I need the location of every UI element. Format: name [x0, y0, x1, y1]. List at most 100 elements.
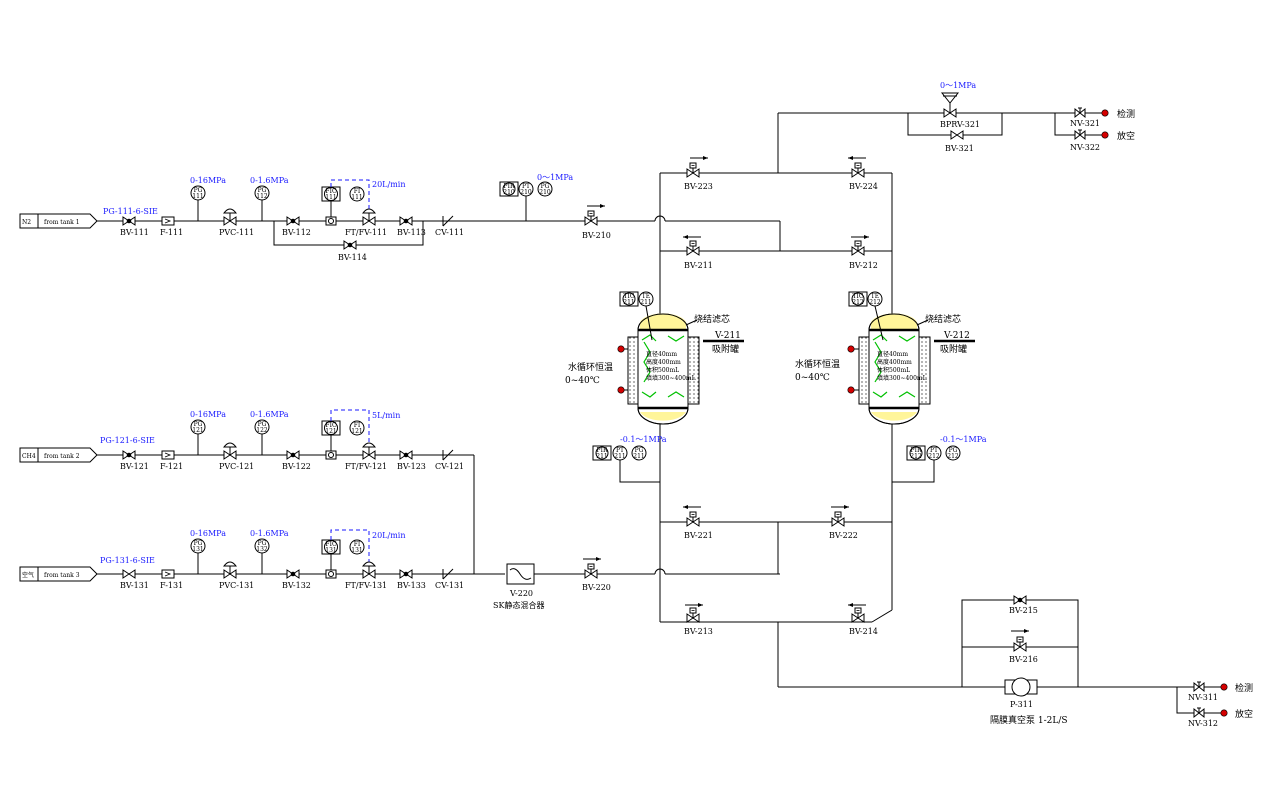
gauge-pg-111 — [190, 185, 206, 201]
dest-label: 放空 — [1117, 130, 1135, 142]
manifold: BV-223 BV-224 BV-211 BV-212 BV-221 BV-22… — [659, 113, 893, 687]
valve-nv-311[interactable] — [1193, 681, 1205, 692]
vessel-tag: V-211 — [714, 331, 741, 341]
svg-text:210: 210 — [503, 189, 515, 196]
valve-bv-212[interactable] — [851, 240, 865, 256]
valve-nv-312[interactable] — [1193, 707, 1205, 718]
gauge-pg-112 — [254, 185, 270, 201]
flow-arrow-icon — [684, 602, 704, 608]
valve-bv-131[interactable] — [122, 569, 136, 579]
svg-text:212: 212 — [928, 453, 940, 460]
valve-bv-210[interactable] — [584, 210, 598, 226]
pipe-tag: PG-121-6-SIE — [100, 436, 155, 445]
filter-f-111 — [161, 216, 175, 226]
svg-text:PIR: PIR — [597, 447, 608, 454]
valve-bv-123[interactable] — [399, 450, 413, 460]
valve-pvc-111[interactable] — [223, 208, 237, 226]
svg-text:PG: PG — [949, 447, 958, 454]
valve-label: BV-122 — [282, 462, 311, 471]
svg-text:211: 211 — [623, 299, 634, 306]
svg-text:体积500mL: 体积500mL — [646, 366, 679, 374]
gauge-pg-131 — [190, 538, 206, 554]
flow-arrow-icon — [847, 155, 867, 161]
svg-text:131: 131 — [351, 547, 362, 554]
valve-label: BV-131 — [120, 581, 149, 590]
svg-text:FIC: FIC — [325, 422, 337, 429]
valve-bv-221[interactable] — [686, 511, 700, 527]
svg-text:211: 211 — [633, 453, 644, 460]
filter-label: F-121 — [160, 462, 183, 471]
filter-label: 烧结滤芯 — [925, 313, 961, 325]
svg-text:122: 122 — [256, 427, 268, 434]
range-label: -0.1～1MPa — [940, 435, 987, 444]
valve-label: BV-133 — [397, 581, 426, 590]
mixer-tag: V-220 — [509, 589, 533, 598]
pg-212 — [945, 445, 961, 461]
svg-text:121: 121 — [192, 427, 203, 434]
valve-label: BV-113 — [397, 228, 426, 237]
flow-arrow-icon — [689, 155, 709, 161]
valve-label: PVC-121 — [219, 462, 254, 471]
gauge-pg-122 — [254, 419, 270, 435]
valve-label: BV-224 — [849, 182, 878, 191]
valve-bv-214[interactable] — [851, 607, 865, 623]
valve-bv-213[interactable] — [686, 607, 700, 623]
valve-nv-322[interactable] — [1074, 129, 1086, 140]
valve-bv-321[interactable] — [950, 130, 964, 140]
valve-pvc-131[interactable] — [223, 561, 237, 579]
valve-bv-211[interactable] — [686, 240, 700, 256]
svg-text:131: 131 — [325, 547, 336, 554]
svg-text:PT: PT — [930, 447, 938, 454]
valve-bv-113[interactable] — [399, 216, 413, 226]
valve-bv-215[interactable] — [1013, 595, 1027, 605]
valve-bv-121[interactable] — [122, 450, 136, 460]
filter-f-131 — [161, 569, 175, 579]
valve-bv-112[interactable] — [286, 216, 300, 226]
endpoint-icon — [1220, 709, 1228, 717]
endpoint-icon — [1220, 683, 1228, 691]
valve-label: PVC-131 — [219, 581, 254, 590]
svg-text:体积500mL: 体积500mL — [877, 366, 910, 374]
svg-text:TIC: TIC — [853, 293, 864, 300]
valve-bv-216[interactable] — [1013, 636, 1027, 652]
valve-fv-121[interactable] — [362, 442, 376, 460]
svg-text:FI: FI — [354, 188, 361, 195]
pg-210 — [537, 181, 553, 197]
valve-bv-222[interactable] — [831, 511, 845, 527]
line-air: 空气 from tank 3 PG-131-6-SIE BV-131 F-131… — [19, 455, 505, 590]
valve-label: NV-322 — [1070, 143, 1100, 152]
valve-label: BV-215 — [1009, 606, 1038, 615]
valve-pvc-121[interactable] — [223, 442, 237, 460]
flow-arrow-icon — [586, 203, 606, 209]
valve-label: CV-121 — [435, 462, 464, 471]
valve-bv-133[interactable] — [399, 569, 413, 579]
vessel-name: 吸附罐 — [712, 343, 739, 355]
valve-bv-122[interactable] — [286, 450, 300, 460]
valve-bv-224[interactable] — [851, 162, 865, 178]
valve-label: NV-311 — [1188, 693, 1218, 702]
valve-label: BV-216 — [1009, 655, 1038, 664]
flow-arrow-icon — [682, 234, 702, 240]
valve-bv-114[interactable] — [343, 240, 357, 250]
valve-bv-220[interactable] — [584, 563, 598, 579]
vacuum-section: BV-215 BV-216 P-311 隔膜真空泵 1-2L/S NV-311 … — [778, 595, 1253, 728]
mixer-name: SK静态混合器 — [493, 600, 544, 610]
filter-f-121 — [161, 450, 175, 460]
svg-text:211: 211 — [640, 299, 651, 306]
flow-range: 20L/min — [372, 531, 405, 540]
valve-bv-223[interactable] — [686, 162, 700, 178]
valve-bv-111[interactable] — [122, 216, 136, 226]
range-label: 0-1.6MPa — [250, 410, 289, 419]
valve-fv-131[interactable] — [362, 561, 376, 579]
range-label: 0-1.6MPa — [250, 176, 289, 185]
svg-text:112: 112 — [256, 193, 268, 200]
svg-text:212: 212 — [947, 453, 959, 460]
valve-fv-111[interactable] — [362, 208, 376, 226]
flow-arrow-icon — [582, 556, 602, 562]
valve-nv-321[interactable] — [1074, 107, 1086, 118]
valve-bv-132[interactable] — [286, 569, 300, 579]
svg-text:填填300~400mL: 填填300~400mL — [646, 374, 696, 382]
range-label: 0-16MPa — [190, 176, 226, 185]
dest-label: 检测 — [1235, 682, 1253, 694]
svg-text:PIR: PIR — [504, 183, 515, 190]
